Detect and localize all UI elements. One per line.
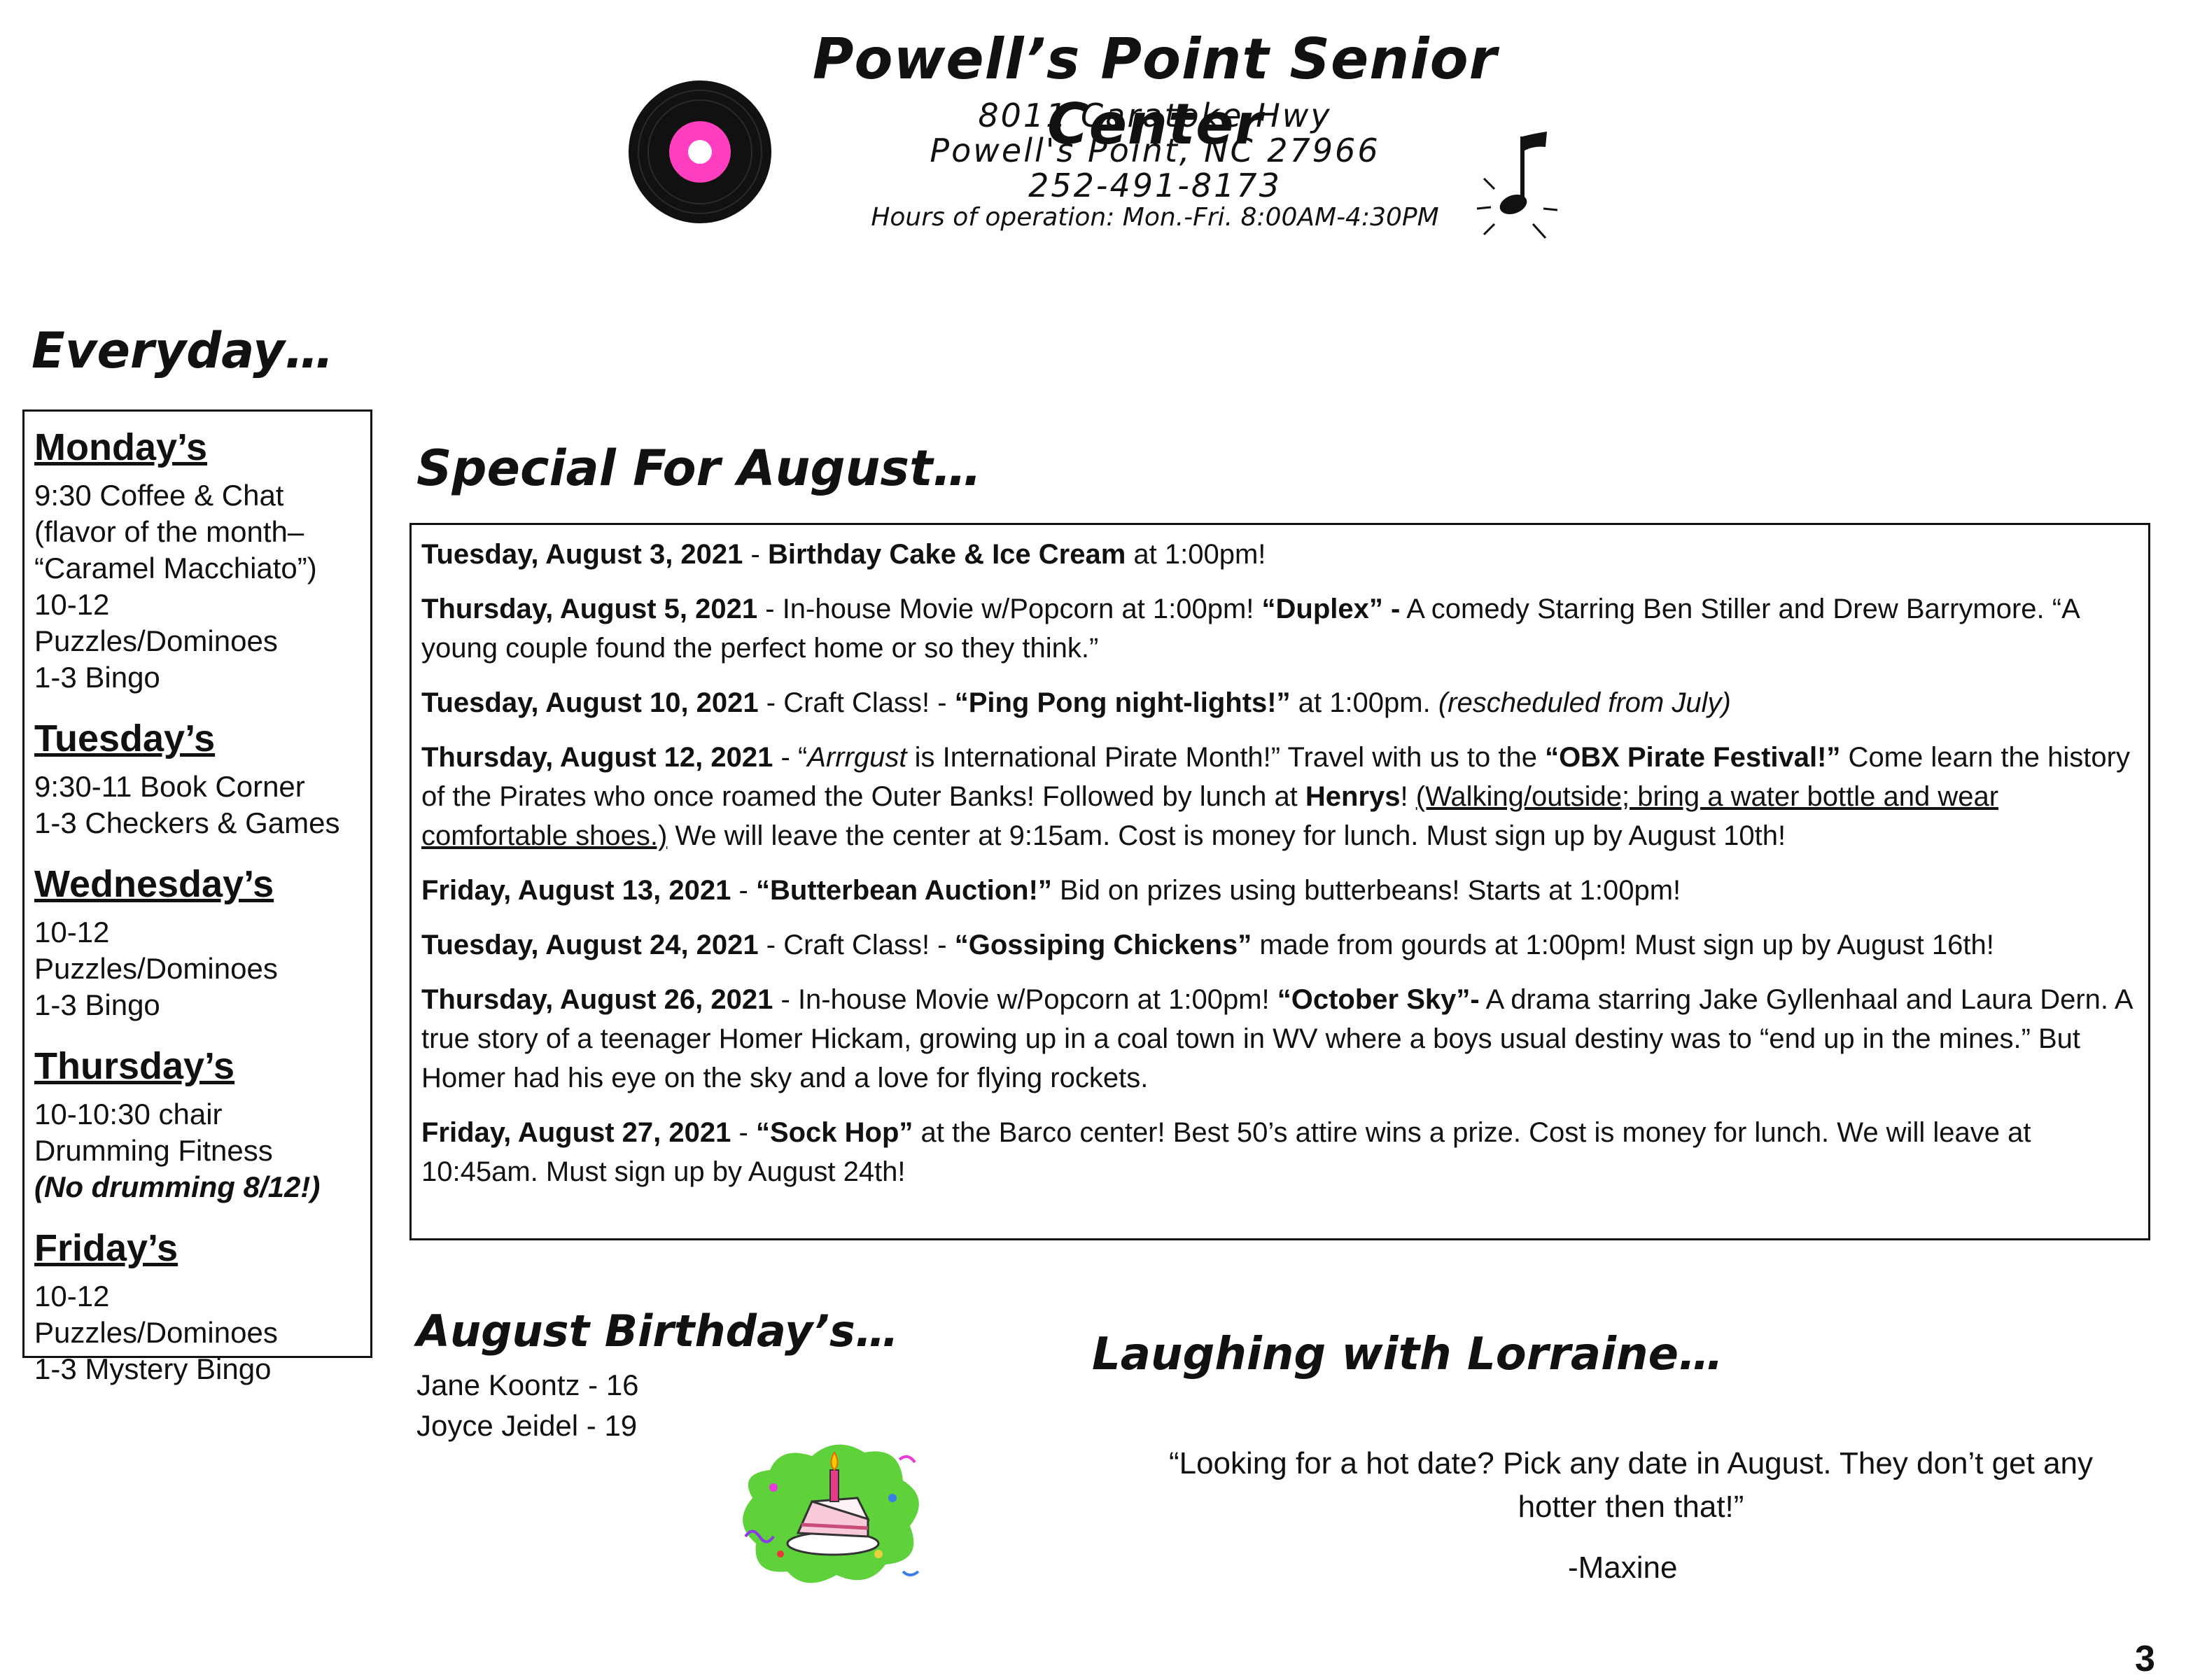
- laughing-title: Laughing with Lorraine…: [1092, 1329, 1723, 1380]
- day-line: 9:30-11 Book Corner: [34, 770, 305, 803]
- address-line-1: 8011 Caratoke Hwy: [978, 97, 1332, 134]
- music-note-icon: [1476, 132, 1558, 239]
- day-block-monday: Monday’s 9:30 Coffee & Chat (flavor of t…: [34, 426, 360, 696]
- day-title-friday: Friday’s: [34, 1227, 178, 1269]
- birthday-entry: Joyce Jeidel - 19: [416, 1409, 638, 1442]
- day-line: 1-3 Bingo: [34, 661, 160, 694]
- day-line: Drumming Fitness: [34, 1134, 273, 1167]
- day-line: 1-3 Mystery Bingo: [34, 1352, 272, 1385]
- day-line-note: (No drumming 8/12!): [34, 1170, 321, 1203]
- day-line: 10-12 Puzzles/Dominoes: [34, 1280, 278, 1349]
- day-block-thursday: Thursday’s 10-10:30 chair Drumming Fitne…: [34, 1044, 360, 1205]
- day-line: (flavor of the month–: [34, 515, 304, 548]
- special-events-box: Tuesday, August 3, 2021 - Birthday Cake …: [409, 523, 2150, 1240]
- event-entry: Tuesday, August 24, 2021 - Craft Class! …: [421, 930, 1994, 960]
- day-line: 10-12 Puzzles/Dominoes: [34, 916, 278, 985]
- joke-signature: -Maxine: [1568, 1550, 1678, 1585]
- event-entry: Tuesday, August 3, 2021 - Birthday Cake …: [421, 539, 1266, 570]
- day-title-wednesday: Wednesday’s: [34, 863, 274, 905]
- birthdays-title: August Birthday’s…: [416, 1306, 899, 1357]
- day-line: 9:30 Coffee & Chat: [34, 479, 284, 512]
- day-block-friday: Friday’s 10-12 Puzzles/Dominoes 1-3 Myst…: [34, 1226, 360, 1387]
- birthday-cake-icon: [743, 1444, 920, 1583]
- day-block-tuesday: Tuesday’s 9:30-11 Book Corner 1-3 Checke…: [34, 717, 360, 841]
- day-line: 10-12 Puzzles/Dominoes: [34, 588, 278, 657]
- day-line: 1-3 Bingo: [34, 988, 160, 1021]
- everyday-title: Everyday…: [31, 322, 334, 379]
- vinyl-record-icon: [629, 80, 771, 223]
- address-line-2: Powell's Point, NC 27966: [930, 132, 1380, 169]
- event-entry: Thursday, August 26, 2021 - In-house Mov…: [421, 984, 2132, 1093]
- everyday-schedule-box: Monday’s 9:30 Coffee & Chat (flavor of t…: [22, 410, 372, 1385]
- day-line: 10-10:30 chair: [34, 1098, 223, 1130]
- page-number: 3: [2135, 1639, 2155, 1679]
- event-entry: Thursday, August 5, 2021 - In-house Movi…: [421, 594, 2079, 664]
- birthday-entry: Jane Koontz - 16: [416, 1368, 639, 1401]
- phone-number: 252-491-8173: [1028, 167, 1282, 204]
- day-block-wednesday: Wednesday’s 10-12 Puzzles/Dominoes 1-3 B…: [34, 862, 360, 1023]
- event-entry: Friday, August 13, 2021 - “Butterbean Au…: [421, 875, 1681, 906]
- day-line: “Caramel Macchiato”): [34, 552, 317, 584]
- event-entry: Tuesday, August 10, 2021 - Craft Class! …: [421, 687, 1731, 718]
- event-entry: Friday, August 27, 2021 - “Sock Hop” at …: [421, 1117, 2031, 1187]
- day-title-thursday: Thursday’s: [34, 1045, 235, 1087]
- center-name-title: Powell’s Point Senior Center: [812, 27, 1498, 157]
- joke-quote: “Looking for a hot date? Pick any date i…: [1168, 1446, 2094, 1524]
- day-line: 1-3 Checkers & Games: [34, 806, 340, 839]
- day-title-monday: Monday’s: [34, 426, 208, 468]
- event-entry: Thursday, August 12, 2021 - “Arrrgust is…: [421, 742, 2130, 851]
- hours-of-operation: Hours of operation: Mon.-Fri. 8:00AM-4:3…: [871, 203, 1439, 232]
- day-title-tuesday: Tuesday’s: [34, 718, 216, 760]
- special-title: Special For August…: [416, 440, 982, 497]
